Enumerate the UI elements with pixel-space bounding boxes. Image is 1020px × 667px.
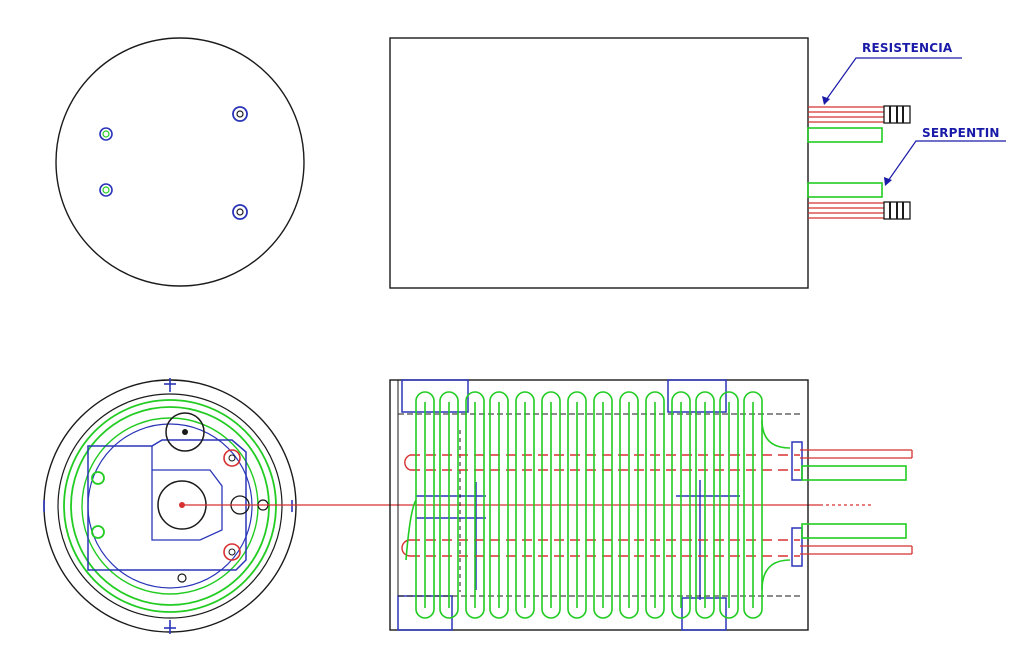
serpentin-label: SERPENTIN: [922, 126, 1000, 140]
section-ticks: [43, 378, 293, 634]
coil-outlet-lower: [807, 182, 883, 198]
thermostat-boss-upper: [165, 412, 205, 452]
coil-turns: [405, 391, 791, 619]
section-coil-outlets: [801, 465, 907, 539]
resistance-terminal-lower: [808, 201, 911, 220]
resistencia-leader: [822, 57, 962, 105]
lid-port-left-upper: [99, 127, 113, 141]
resistance-terminal-upper: [808, 105, 911, 124]
side-view-tank: [389, 37, 1006, 289]
flange-plate: [87, 439, 247, 571]
lid-port-right-upper: [232, 106, 248, 122]
top-view-circle: [55, 37, 305, 287]
section-top-view: [43, 378, 297, 634]
section-side-view: [389, 379, 913, 631]
coil-outlet-upper: [807, 127, 883, 143]
lid-port-right-lower: [232, 204, 248, 220]
lid-port-left-lower: [99, 183, 113, 197]
resistencia-label: RESISTENCIA: [862, 41, 953, 55]
coil-ports: [91, 471, 105, 539]
serpentin-leader: [884, 140, 1006, 186]
section-resistance-terminals: [800, 449, 913, 555]
